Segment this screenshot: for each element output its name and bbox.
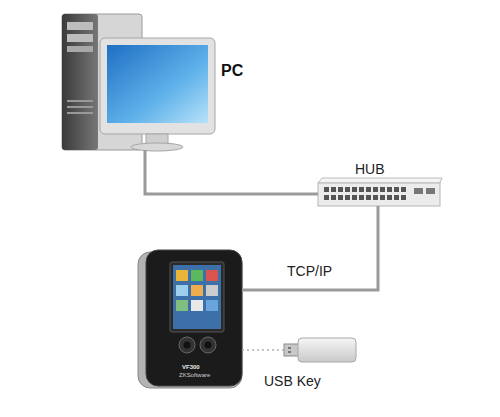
camera-lens-core	[184, 342, 191, 349]
usb-link	[242, 349, 284, 351]
terminal-node: VF300ZKSoftware	[146, 250, 242, 388]
screen-icon	[191, 285, 203, 296]
monitor-base	[131, 143, 183, 151]
edge-label-holder: TCP/IP	[285, 262, 334, 280]
text-holder: VF300	[182, 355, 200, 373]
network-hub	[318, 178, 442, 206]
screen-icon	[206, 285, 218, 296]
port	[352, 187, 357, 192]
port	[331, 187, 336, 192]
port	[373, 195, 378, 200]
port	[387, 187, 392, 192]
port	[324, 195, 329, 200]
model-mark: VF300	[182, 364, 200, 371]
usb-contact	[288, 347, 291, 349]
text-holder: ZKSoftware	[179, 363, 210, 381]
port	[345, 187, 350, 192]
usb-node: USB Key	[284, 338, 356, 362]
device-label: USB Key	[264, 374, 321, 389]
port	[345, 195, 350, 200]
port	[331, 195, 336, 200]
drive-bay	[67, 22, 93, 30]
screen-icon	[206, 270, 218, 281]
screen-icon	[206, 300, 218, 311]
usb-stick	[284, 338, 356, 362]
hub-front	[318, 183, 440, 206]
device-face	[146, 250, 242, 386]
monitor-bezel	[100, 38, 215, 134]
usb-contact	[288, 351, 291, 353]
vent-line	[67, 100, 93, 102]
port	[324, 187, 329, 192]
port	[338, 195, 343, 200]
camera-lens-core	[205, 342, 212, 349]
device-screen	[173, 265, 221, 329]
camera-lens	[179, 337, 195, 353]
port	[380, 187, 385, 192]
computer-node: PC	[100, 38, 215, 150]
port	[373, 187, 378, 192]
tower-front	[62, 14, 98, 150]
usb-plug	[284, 344, 299, 356]
hub-top	[318, 178, 442, 183]
text-holder: HUB	[355, 160, 385, 178]
drive-bay	[67, 34, 93, 42]
port	[366, 187, 371, 192]
network-cable	[145, 150, 318, 194]
screen-icon	[176, 270, 188, 281]
port	[366, 195, 371, 200]
vent-line	[67, 112, 93, 114]
port	[338, 187, 343, 192]
port	[387, 195, 392, 200]
monitor-screen	[107, 45, 208, 123]
brand-mark: ZKSoftware	[179, 372, 210, 379]
screen-icon	[176, 300, 188, 311]
port	[380, 195, 385, 200]
text-holder: PC	[221, 62, 243, 80]
screen-icon	[191, 300, 203, 311]
port	[359, 195, 364, 200]
device-label: HUB	[355, 162, 385, 177]
device-screen-frame	[170, 262, 224, 332]
uplink-port	[426, 188, 435, 194]
port	[401, 195, 406, 200]
screen-icon	[191, 270, 203, 281]
port	[352, 195, 357, 200]
port	[359, 187, 364, 192]
device-label: PC	[221, 62, 243, 80]
pc-monitor	[100, 38, 215, 151]
protocol-label: TCP/IP	[287, 264, 332, 279]
usb-body	[298, 338, 356, 362]
vent-line	[67, 106, 93, 108]
port	[394, 187, 399, 192]
uplink-port	[414, 188, 423, 194]
hub-node: HUB	[318, 182, 440, 206]
terminal-device	[138, 250, 242, 388]
port	[394, 195, 399, 200]
network-cable	[242, 206, 378, 290]
hub-ports	[324, 187, 406, 200]
text-holder: USB Key	[264, 372, 321, 390]
port	[401, 187, 406, 192]
drive-bay	[67, 46, 93, 52]
screen-icon	[176, 285, 188, 296]
camera-lens	[200, 337, 216, 353]
